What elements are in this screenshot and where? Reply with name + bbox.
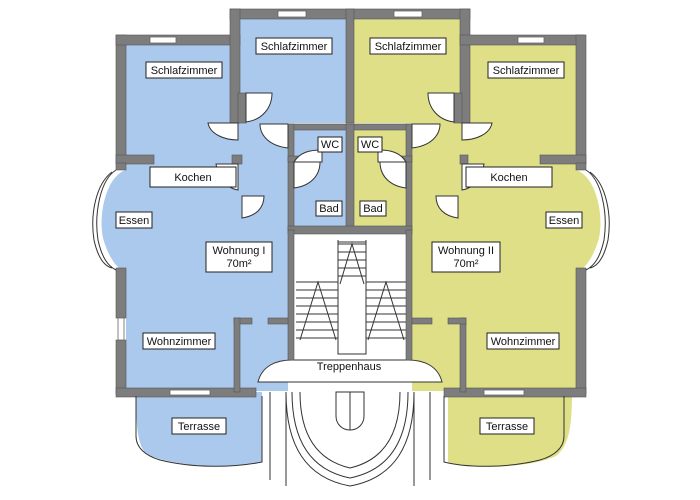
- terrace-outlines: [135, 396, 565, 467]
- a2-bedroom-right-label: Schlafzimmer: [487, 61, 565, 79]
- stair-treads: [296, 240, 406, 355]
- a2-bay-floor: [576, 170, 601, 273]
- apartment-2-labels: Schlafzimmer Schlafzimmer WC Kochen Esse…: [357, 37, 583, 435]
- windows: [117, 10, 545, 396]
- a1-living-text: Wohnzimmer: [147, 336, 212, 348]
- a1-wc-label: WC: [317, 136, 343, 153]
- apartment-1-floor: [101, 19, 348, 467]
- a2-bedroom-left-label: Schlafzimmer: [369, 37, 447, 55]
- a1-bay-floor: [101, 170, 126, 273]
- bay-windows: [92, 169, 610, 271]
- a1-name-text: Wohnung I: [212, 245, 265, 257]
- staircase-floor: [292, 236, 408, 362]
- a1-wc-text: WC: [321, 139, 339, 151]
- entrance-door: [335, 391, 365, 431]
- a2-bath-label: Bad: [359, 200, 387, 217]
- a2-dining-text: Essen: [549, 215, 580, 227]
- a2-bath-text: Bad: [363, 203, 383, 215]
- a2-name-text: Wohnung II: [438, 245, 494, 257]
- a1-bedroom-left-label: Schlafzimmer: [145, 61, 223, 79]
- a1-kitchen-text: Kochen: [174, 172, 211, 184]
- a2-dining-label: Essen: [545, 211, 583, 229]
- a2-bedroom-right-text: Schlafzimmer: [493, 65, 560, 77]
- a2-wc-label: WC: [357, 136, 383, 153]
- a2-name-label: Wohnung II 70m²: [431, 241, 501, 273]
- a2-kitchen-text: Kochen: [490, 172, 527, 184]
- entrance-steps: [269, 391, 431, 487]
- a1-terrace-label: Terrasse: [171, 417, 227, 435]
- a1-terrace-text: Terrasse: [178, 421, 220, 433]
- a2-bedroom-left-text: Schlafzimmer: [375, 41, 442, 53]
- a2-terrace-text: Terrasse: [486, 421, 528, 433]
- a1-bedroom-left-text: Schlafzimmer: [151, 65, 218, 77]
- a1-bedroom-right-text: Schlafzimmer: [261, 41, 328, 53]
- a1-dining-text: Essen: [119, 215, 150, 227]
- a2-living-label: Wohnzimmer: [486, 332, 560, 350]
- a1-living-label: Wohnzimmer: [142, 332, 216, 350]
- a2-terrace-label: Terrasse: [479, 417, 535, 435]
- staircase: [257, 236, 443, 487]
- a1-kitchen-label: Kochen: [149, 166, 237, 188]
- a1-bath-text: Bad: [319, 203, 339, 215]
- staircase-label: Treppenhaus: [317, 361, 382, 373]
- a2-kitchen-label: Kochen: [465, 166, 553, 188]
- a1-name-label: Wohnung I 70m²: [205, 241, 273, 273]
- a1-dining-label: Essen: [115, 211, 153, 229]
- a1-area-text: 70m²: [226, 258, 251, 270]
- a2-area-text: 70m²: [453, 258, 478, 270]
- a1-bath-label: Bad: [315, 200, 343, 217]
- a2-living-text: Wohnzimmer: [491, 336, 556, 348]
- a1-bedroom-right-label: Schlafzimmer: [255, 37, 333, 55]
- a2-wc-text: WC: [361, 139, 379, 151]
- apartment-1-labels: Schlafzimmer Schlafzimmer WC Kochen Esse…: [115, 37, 343, 435]
